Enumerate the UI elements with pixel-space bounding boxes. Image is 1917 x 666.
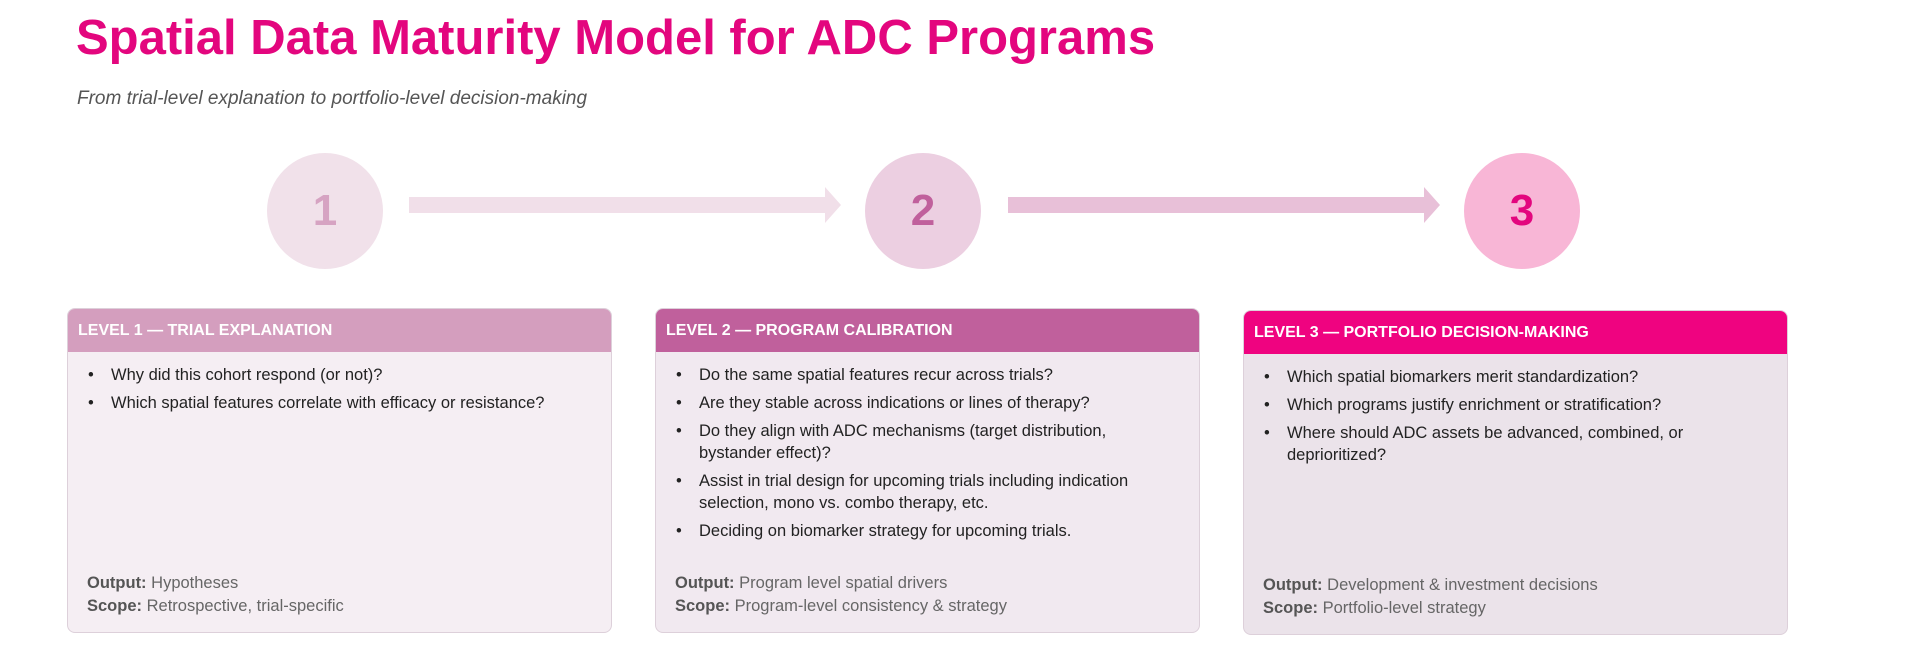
level-3-card: LEVEL 3 — PORTFOLIO DECISION-MAKING Whic…: [1243, 310, 1788, 635]
level-2-footer: Output: Program level spatial drivers Sc…: [675, 572, 1007, 618]
scope-value: Retrospective, trial-specific: [146, 597, 344, 615]
level-2-header: LEVEL 2 — PROGRAM CALIBRATION: [656, 309, 1199, 352]
list-item: Which spatial features correlate with ef…: [88, 392, 611, 414]
level-1-header: LEVEL 1 — TRIAL EXPLANATION: [68, 309, 611, 352]
scope-label: Scope:: [87, 597, 143, 615]
step-circle-3: 3: [1464, 153, 1580, 269]
output-label: Output:: [1263, 576, 1323, 594]
progress-arrow-1: [409, 187, 841, 223]
level-2-card: LEVEL 2 — PROGRAM CALIBRATION Do the sam…: [655, 308, 1200, 633]
progress-arrow-2: [1008, 187, 1440, 223]
scope-value: Portfolio-level strategy: [1322, 599, 1486, 617]
page-subtitle: From trial-level explanation to portfoli…: [77, 88, 588, 109]
list-item: Where should ADC assets be advanced, com…: [1264, 422, 1787, 466]
level-3-footer: Output: Development & investment decisio…: [1263, 574, 1598, 620]
list-item: Which spatial biomarkers merit standardi…: [1264, 366, 1787, 388]
scope-label: Scope:: [675, 597, 731, 615]
level-3-questions: Which spatial biomarkers merit standardi…: [1244, 366, 1787, 466]
list-item: Assist in trial design for upcoming tria…: [676, 470, 1199, 514]
output-label: Output:: [675, 574, 735, 592]
level-2-questions: Do the same spatial features recur acros…: [656, 364, 1199, 542]
list-item: Deciding on biomarker strategy for upcom…: [676, 520, 1199, 542]
scope-label: Scope:: [1263, 599, 1319, 617]
output-value: Development & investment decisions: [1327, 576, 1598, 594]
list-item: Why did this cohort respond (or not)?: [88, 364, 611, 386]
list-item: Do the same spatial features recur acros…: [676, 364, 1199, 386]
scope-value: Program-level consistency & strategy: [734, 597, 1007, 615]
page-title: Spatial Data Maturity Model for ADC Prog…: [76, 11, 1156, 65]
level-3-header: LEVEL 3 — PORTFOLIO DECISION-MAKING: [1244, 311, 1787, 354]
level-1-card: LEVEL 1 — TRIAL EXPLANATION Why did this…: [67, 308, 612, 633]
list-item: Do they align with ADC mechanisms (targe…: [676, 420, 1199, 464]
output-label: Output:: [87, 574, 147, 592]
list-item: Are they stable across indications or li…: [676, 392, 1199, 414]
output-value: Program level spatial drivers: [739, 574, 948, 592]
step-circle-2: 2: [865, 153, 981, 269]
step-circle-1: 1: [267, 153, 383, 269]
list-item: Which programs justify enrichment or str…: [1264, 394, 1787, 416]
level-1-footer: Output: Hypotheses Scope: Retrospective,…: [87, 572, 344, 618]
output-value: Hypotheses: [151, 574, 239, 592]
level-1-questions: Why did this cohort respond (or not)? Wh…: [68, 364, 611, 414]
